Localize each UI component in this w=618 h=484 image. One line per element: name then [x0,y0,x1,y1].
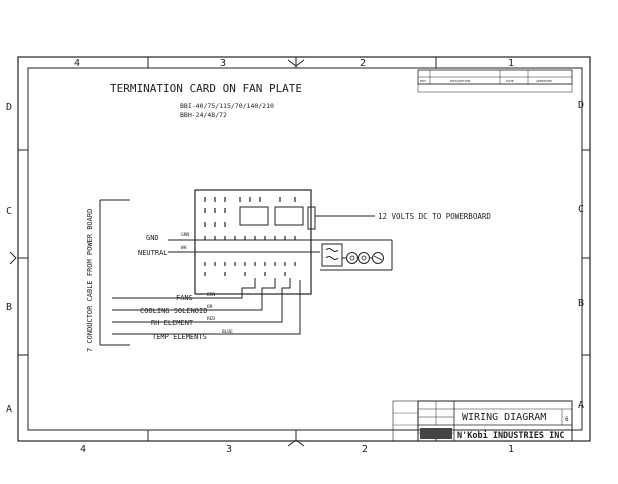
sheet-number: 6 [565,416,569,423]
title-block [392,400,573,442]
wire-label-fans: BRN [207,292,215,298]
row-label-left-d: D [6,102,12,113]
model-list-2: BBH-24/48/72 [180,111,227,119]
wire-label-cooling: OR [207,304,213,310]
rev-header-desc: DESCRIPTION [450,79,470,83]
model-list-1: BBI-40/75/115/70/140/210 [180,102,274,110]
rev-header-date: DATE [506,79,514,83]
col-label-top-3: 3 [220,58,226,69]
col-label-bottom-4: 4 [80,444,86,455]
diagram-title: TERMINATION CARD ON FAN PLATE [110,82,302,95]
col-label-top-4: 4 [74,58,80,69]
signal-label-neutral: NEUTRAL [138,249,168,257]
signal-wires [112,239,393,335]
wire-label-neutral: WH [181,245,187,251]
rev-header-approved: APPROVED [536,79,553,83]
center-mark-bottom-icon [287,439,305,447]
col-label-bottom-2: 2 [362,444,368,455]
wire-label-gnd: GRN [181,232,189,238]
row-label-right-a: A [578,400,584,411]
col-label-bottom-1: 1 [508,444,514,455]
signal-label-cooling: COOLING SOLENOID [140,307,207,315]
termination-card [194,189,316,295]
signal-label-rh: RH ELEMENT [151,319,194,327]
row-label-right-c: C [578,204,584,215]
row-label-left-b: B [6,302,12,313]
rev-header-rev: REV [420,79,427,83]
revision-block [417,69,573,93]
inner-border [27,67,583,431]
dc-label: 12 VOLTS DC TO POWERBOARD [378,212,491,221]
row-label-right-b: B [578,298,584,309]
col-label-top-1: 1 [508,58,514,69]
row-label-left-c: C [6,206,12,217]
outer-border [17,56,591,442]
company-name: N'Kobi INDUSTRIES INC [457,430,564,441]
signal-label-fans: FANS [176,294,193,302]
cable-bundle [99,199,130,346]
wire-label-temp: BLUE [222,329,233,335]
drawing-title: WIRING DIAGRAM [462,412,546,423]
signal-label-temp: TEMP ELEMENTS [152,333,207,341]
row-label-right-d: D [578,100,584,111]
col-label-bottom-3: 3 [226,444,232,455]
signal-label-gnd: GND [146,234,159,242]
cable-label: 7 CONDUCTOR CABLE FROM POWER BOARD [86,209,94,352]
center-mark-left-icon [9,251,17,265]
wire-label-rh: RED [207,316,215,322]
col-label-top-2: 2 [360,58,366,69]
center-mark-top-icon [287,59,305,67]
relay-coil-icon [321,243,343,267]
row-label-left-a: A [6,404,12,415]
indicator-lamps [342,252,384,264]
